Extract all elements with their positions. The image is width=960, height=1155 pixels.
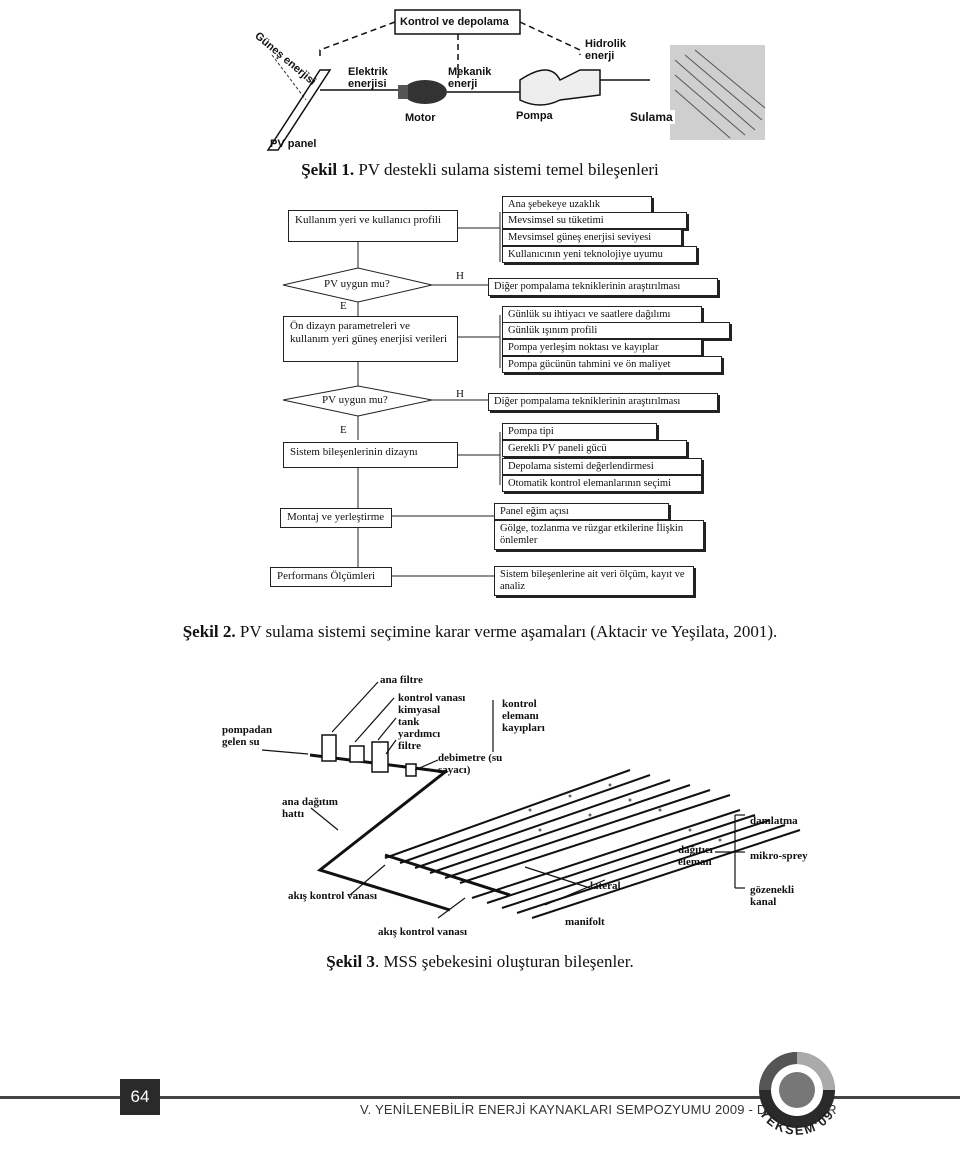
fc-e-1: E xyxy=(340,300,347,312)
mekanik-enerji-label: Mekanik enerji xyxy=(448,66,492,90)
figure-3-diagram xyxy=(261,681,801,919)
fc-alt-2: Diğer pompalama tekniklerinin araştırılm… xyxy=(488,393,718,411)
figure-1-caption-text: PV destekli sulama sistemi temel bileşen… xyxy=(354,160,659,179)
fc-performans: Performans Ölçümleri xyxy=(270,567,392,587)
fc-sistem-dizayn: Sistem bileşenlerinin dizaynı xyxy=(283,442,458,468)
label-dagitici: dağıtıcı eleman xyxy=(678,844,713,868)
fc-question-1: PV uygun mu? xyxy=(324,278,390,290)
fc-question-2: PV uygun mu? xyxy=(322,394,388,406)
figure-1-caption: Şekil 1. PV destekli sulama sistemi teme… xyxy=(0,160,960,180)
fc-r3-0: Pompa tipi xyxy=(502,423,657,440)
page-number: 64 xyxy=(120,1079,160,1115)
figure-3-caption-number: Şekil 3 xyxy=(326,952,375,971)
kontrol-depolama-label: Kontrol ve depolama xyxy=(400,16,509,28)
fc-r5: Sistem bileşenlerine ait veri ölçüm, kay… xyxy=(494,566,694,596)
figure-3: ana filtre kontrol vanası kimyasal tank … xyxy=(210,660,820,950)
figure-1: Kontrol ve depolama Güneş enerjisi Elekt… xyxy=(250,0,770,160)
figure-2-connectors xyxy=(282,212,501,577)
figure-2-caption: Şekil 2. PV sulama sistemi seçimine kara… xyxy=(0,622,960,642)
fc-e-2: E xyxy=(340,424,347,436)
label-akis-kontrol-1: akış kontrol vanası xyxy=(288,890,378,902)
fc-r4-0: Panel eğim açısı xyxy=(494,503,669,520)
label-damlatma: damlatma xyxy=(750,815,798,827)
fc-r2-1: Günlük ışınım profili xyxy=(502,322,730,339)
fc-r2-3: Pompa gücünün tahmini ve ön maliyet xyxy=(502,356,722,373)
fc-h-2: H xyxy=(456,388,464,400)
fc-montaj: Montaj ve yerleştirme xyxy=(280,508,392,528)
yeksem-logo-icon: YEKSEM'09 xyxy=(757,1052,835,1138)
label-ana-dagitim: ana dağıtım hattı xyxy=(282,796,338,820)
label-lateral: lateral xyxy=(590,880,621,892)
footer-conference-title: V. YENİLENEBİLİR ENERJİ KAYNAKLARI SEMPO… xyxy=(360,1102,837,1117)
figure-3-caption: Şekil 3. MSS şebekesini oluşturan bileşe… xyxy=(0,952,960,972)
fc-r3-3: Otomatik kontrol elemanlarının seçimi xyxy=(502,475,702,492)
fc-r2-2: Pompa yerleşim noktası ve kayıplar xyxy=(502,339,702,356)
fc-kullanim-profili: Kullanım yeri ve kullanıcı profili xyxy=(288,210,458,242)
fc-r4-1: Gölge, tozlanma ve rüzgar etkilerine İli… xyxy=(494,520,704,550)
label-pompadan: pompadan gelen su xyxy=(222,724,273,748)
fc-alt-1: Diğer pompalama tekniklerinin araştırılm… xyxy=(488,278,718,296)
fc-r1-0: Ana şebekeye uzaklık xyxy=(502,196,652,213)
figure-2-caption-number: Şekil 2. xyxy=(182,622,236,641)
label-kontrol-elemani: kontrol elemanı kayıpları xyxy=(502,698,545,734)
fc-r3-2: Depolama sistemi değerlendirmesi xyxy=(502,458,702,475)
pompa-label: Pompa xyxy=(516,110,553,122)
fc-r2-0: Günlük su ihtiyacı ve saatlere dağılımı xyxy=(502,306,702,323)
fc-r1-2: Mevsimsel güneş enerjisi seviyesi xyxy=(502,229,682,246)
hidrolik-enerji-label: Hidrolik enerji xyxy=(585,38,626,62)
elektrik-enerjisi-label: Elektrik enerjisi xyxy=(348,66,388,90)
sulama-label: Sulama xyxy=(628,110,675,124)
fc-h-1: H xyxy=(456,270,464,282)
figure-1-caption-number: Şekil 1. xyxy=(301,160,355,179)
figure-3-caption-text: . MSS şebekesini oluşturan bileşenler. xyxy=(374,952,634,971)
figure-2: Kullanım yeri ve kullanıcı profili PV uy… xyxy=(270,196,730,596)
motor-label: Motor xyxy=(405,112,436,124)
label-kimyasal-tank: kimyasal tank xyxy=(398,704,441,728)
label-mikro-sprey: mikro-sprey xyxy=(750,850,808,862)
label-yardimci-filtre: yardımcı filtre xyxy=(398,728,441,752)
fc-on-dizayn: Ön dizayn parametreleri ve kullanım yeri… xyxy=(283,316,458,362)
fc-r1-1: Mevsimsel su tüketimi xyxy=(502,212,687,229)
label-manifolt: manifolt xyxy=(565,916,605,928)
label-debimetre: debimetre (su sayacı) xyxy=(438,752,503,776)
label-ana-filtre: ana filtre xyxy=(380,674,423,686)
yeksem-logo: YEKSEM'09 xyxy=(742,1040,852,1150)
label-kontrol-vanasi: kontrol vanası xyxy=(398,692,466,704)
fc-r3-1: Gerekli PV paneli gücü xyxy=(502,440,687,457)
footer-rule xyxy=(0,1096,960,1099)
figure-1-diagram xyxy=(266,9,766,151)
pv-panel-label: PV panel xyxy=(270,138,317,150)
label-akis-kontrol-2: akış kontrol vanası xyxy=(378,926,468,938)
fc-r1-3: Kullanıcının yeni teknolojiye uyumu xyxy=(502,246,697,263)
figure-2-caption-text: PV sulama sistemi seçimine karar verme a… xyxy=(235,622,778,641)
label-gozenekli: gözenekli kanal xyxy=(750,884,794,908)
